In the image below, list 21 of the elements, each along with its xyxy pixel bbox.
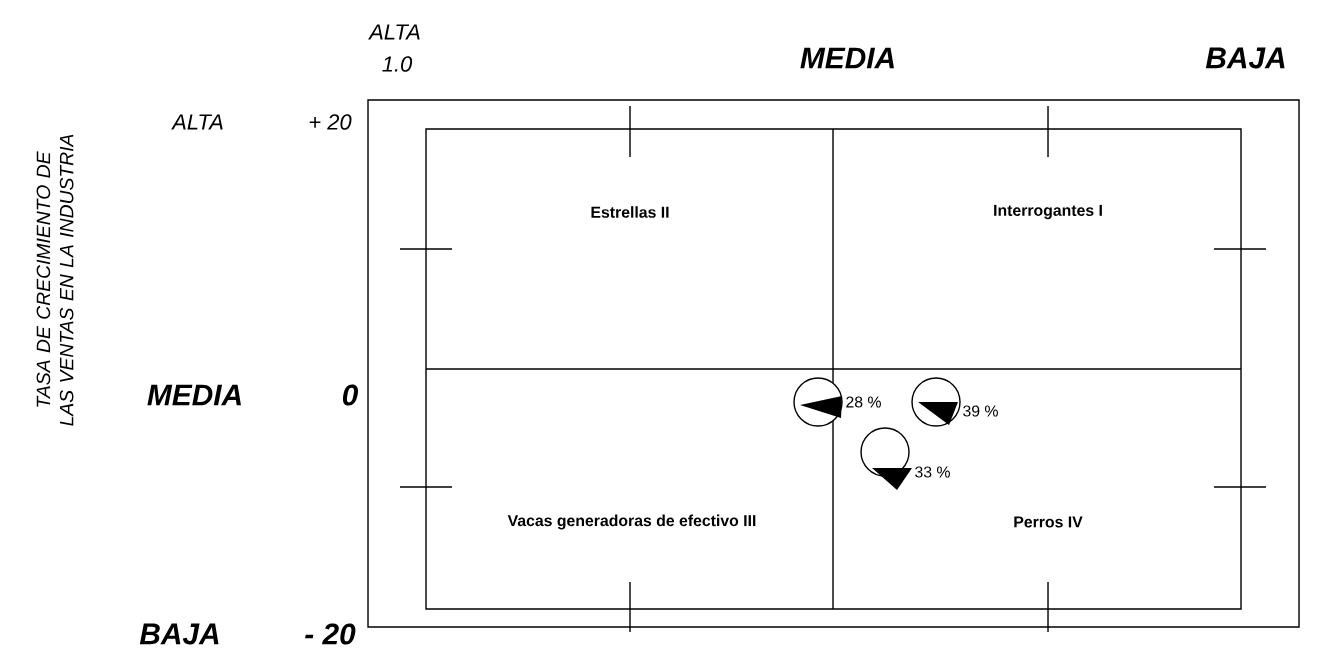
quadrant-label: Interrogantes I bbox=[994, 204, 1102, 220]
axis-level-label: BAJA bbox=[1205, 47, 1285, 69]
axis-level-label: MEDIA bbox=[147, 384, 241, 406]
percentage-label: 28 % bbox=[846, 396, 881, 408]
pie-chart-icon bbox=[860, 427, 912, 490]
quadrant-label: Estrellas II bbox=[591, 206, 669, 218]
axis-value-label: 0 bbox=[342, 384, 358, 406]
pie-chart-icon bbox=[911, 377, 961, 427]
axis-value-label: 1.0 bbox=[382, 56, 413, 72]
quadrant-label: Perros IV bbox=[1014, 516, 1083, 528]
axis-level-label: BAJA bbox=[139, 623, 219, 645]
percentage-label: 33 % bbox=[915, 466, 950, 478]
axis-level-label: ALTA bbox=[368, 24, 420, 40]
percentage-label: 39 % bbox=[963, 405, 998, 417]
quadrant-label: Vacas generadoras de efectivo III bbox=[507, 514, 756, 530]
axis-title: TASA DE CRECIMIENTO DE LAS VENTAS EN LA INDUSTRIA bbox=[36, 134, 74, 426]
axis-value-label: - 20 bbox=[305, 623, 356, 645]
axis-value-label: + 20 bbox=[309, 114, 352, 130]
pie-chart-icon bbox=[793, 377, 843, 427]
axis-level-label: MEDIA bbox=[800, 47, 894, 69]
axis-level-label: ALTA bbox=[171, 114, 223, 130]
